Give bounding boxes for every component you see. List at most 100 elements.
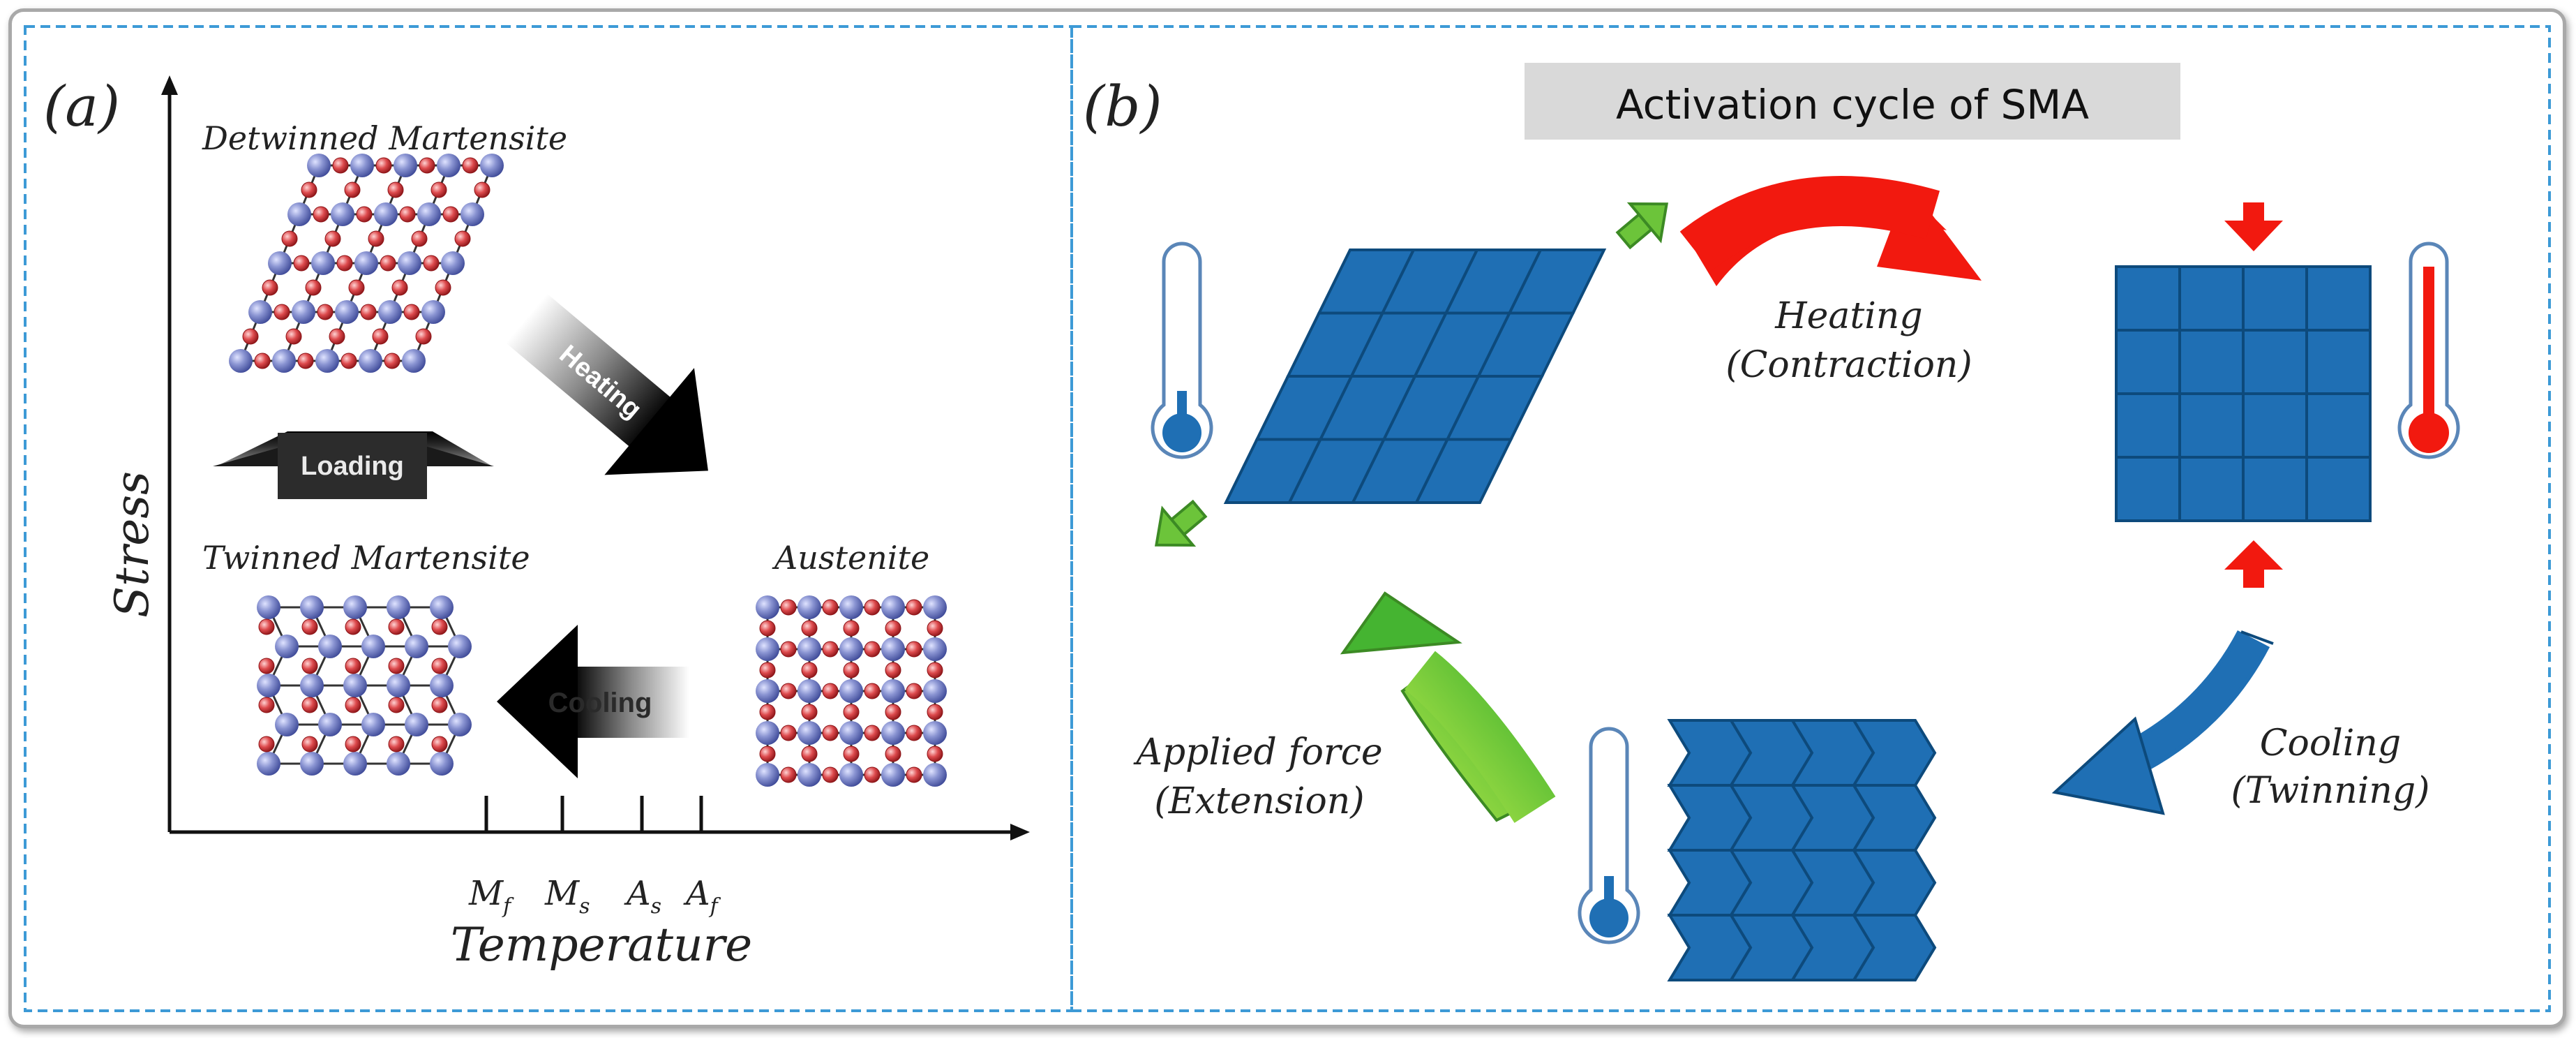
detwinned-martensite-label: Detwinned Martensite [202,119,567,157]
red-atom [258,736,275,752]
blue-atom [398,251,421,275]
red-atom [345,697,361,713]
red-atom [324,230,341,247]
red-atom [885,704,901,720]
blue-atom [361,635,385,658]
red-atom [388,697,405,713]
blue-atom [354,251,378,275]
blue-atom [275,713,299,736]
blue-atom [378,300,402,324]
tick-label-mf: Mf [468,874,514,919]
blue-atom [350,154,374,177]
red-atom [759,662,776,679]
heating-label: Heating [1774,295,1922,337]
blue-atom [359,349,382,373]
red-atom [822,641,839,658]
blue-atom [881,679,905,703]
blue-atom [335,300,359,324]
red-atom [411,230,428,247]
blue-atom [797,721,821,745]
red-atom [864,599,881,616]
blue-atom [318,635,342,658]
red-atom [801,620,818,637]
blue-atom [343,752,367,776]
blue-atom [797,679,821,703]
blue-atom [272,349,296,373]
red-atom [388,736,405,752]
red-atom [906,683,922,699]
applied-force-cycle-arrow [1340,591,1556,823]
red-atom [431,658,448,674]
red-atom [345,618,361,635]
blue-atom [318,713,342,736]
red-atom [430,181,447,198]
austenite-tile [2178,456,2245,522]
red-atom [435,279,451,296]
red-atom [442,206,459,223]
red-atom [332,157,349,174]
red-atom [301,658,318,674]
twinned-martensite-label: Twinned Martensite [202,539,530,577]
red-atom [801,704,818,720]
red-atom [906,766,922,783]
blue-atom [417,202,441,226]
blue-atom [839,679,863,703]
blue-atom [441,251,465,275]
red-atom [780,766,797,783]
red-atom [864,766,881,783]
red-atom [301,181,317,198]
blue-atom [257,674,280,697]
red-atom [906,725,922,741]
heating-cycle-arrow [1679,175,1982,286]
red-atom [348,279,365,296]
blue-atom [315,349,339,373]
blue-atom [430,674,454,697]
red-atom [885,746,901,762]
loading-arrow: Loading [213,431,494,499]
blue-atom [923,595,947,619]
x-axis-arrowhead [1010,824,1030,840]
red-atom [258,618,275,635]
red-atom [329,328,345,345]
twinned-martensite-lattice [257,595,472,776]
blue-atom [756,637,779,661]
blue-atom [394,154,417,177]
red-atom [822,725,839,741]
twinned-tile [1851,914,1937,981]
blue-atom [300,752,324,776]
red-atom [843,620,860,637]
blue-atom [387,595,410,619]
austenite-tile [2115,392,2181,459]
red-atom [301,736,318,752]
cooling-label: Cooling [2260,722,2401,764]
red-atom [419,157,435,174]
red-atom [297,353,314,369]
austenite-tile [2242,456,2308,522]
applied-force-label: Applied force [1133,732,1382,773]
austenite-tile [2305,392,2372,459]
red-atom [281,230,298,247]
cooling-arrow-label: Cooling [548,688,652,718]
austenite-tile [2305,265,2372,332]
twinned-tile-grid [1667,719,1937,981]
blue-atom [268,251,292,275]
temperature-ticks: Mf Ms As Af [468,796,721,919]
contraction-label: (Contraction) [1725,344,1972,386]
red-atom [391,279,408,296]
blue-atom [430,752,454,776]
red-atom [301,618,318,635]
blue-atom [839,721,863,745]
blue-atom [402,349,426,373]
x-axis-label: Temperature [451,918,752,972]
red-atom [454,230,471,247]
blue-atom [839,763,863,787]
blue-atom [387,674,410,697]
austenite-tile [2178,329,2245,395]
title-box [1525,63,2180,140]
austenite-tile [2242,329,2308,395]
blue-atom [881,637,905,661]
blue-atom [287,202,311,226]
red-atom [431,697,448,713]
red-atom [375,157,392,174]
